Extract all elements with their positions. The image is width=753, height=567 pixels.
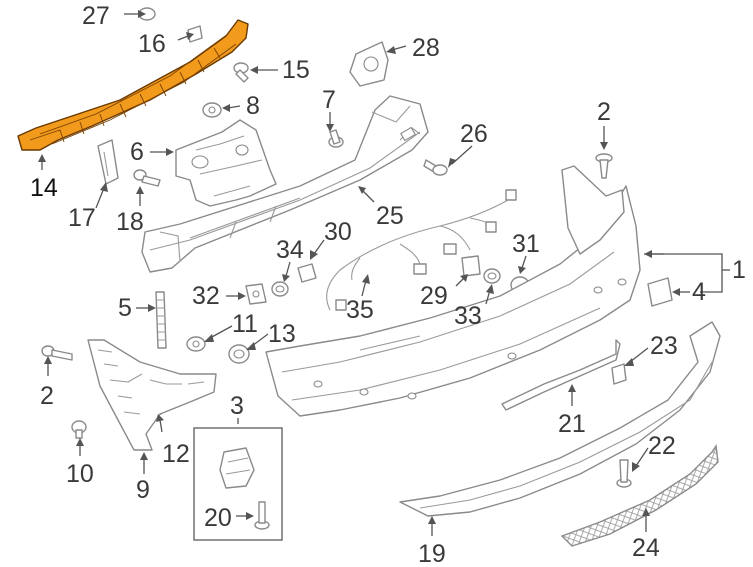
callout-20[interactable]: 20 — [204, 504, 232, 532]
bolt-part-7[interactable] — [328, 129, 344, 148]
callout-22[interactable]: 22 — [648, 432, 676, 460]
callout-24[interactable]: 24 — [632, 534, 660, 562]
pin-part-5[interactable] — [155, 291, 167, 349]
callout-33[interactable]: 33 — [454, 302, 482, 330]
callout-10[interactable]: 10 — [66, 460, 94, 488]
callout-18[interactable]: 18 — [116, 208, 144, 236]
callout-21[interactable]: 21 — [558, 410, 586, 438]
bolt-part-15[interactable] — [233, 62, 249, 83]
callout-15[interactable]: 15 — [282, 56, 310, 84]
callout-34[interactable]: 34 — [276, 236, 304, 264]
screw-part-22[interactable] — [616, 459, 632, 488]
callout-2-left[interactable]: 2 — [40, 382, 54, 410]
callout-14[interactable]: 14 — [30, 174, 58, 202]
kit-box-part-3[interactable] — [193, 427, 283, 541]
callout-7[interactable]: 7 — [322, 86, 336, 114]
nut-part-10[interactable] — [71, 420, 87, 439]
callout-23[interactable]: 23 — [650, 332, 678, 360]
callout-5[interactable]: 5 — [118, 294, 132, 322]
callout-4[interactable]: 4 — [692, 278, 706, 306]
callout-17[interactable]: 17 — [68, 204, 96, 232]
clip-part-17[interactable] — [97, 139, 119, 185]
callout-12[interactable]: 12 — [162, 440, 190, 468]
nut-part-11[interactable] — [186, 336, 206, 352]
leader-lines — [38, 10, 730, 536]
sensor-holder-part-29[interactable] — [461, 255, 481, 277]
callout-26[interactable]: 26 — [460, 120, 488, 148]
bolt-part-26[interactable] — [423, 159, 448, 176]
reinforcement-bar-part-25[interactable] — [141, 95, 429, 273]
callout-32[interactable]: 32 — [192, 282, 220, 310]
trim-strip-part-21[interactable] — [501, 339, 621, 411]
callout-9[interactable]: 9 — [136, 476, 150, 504]
grommet-part-32[interactable] — [245, 283, 267, 305]
callout-16[interactable]: 16 — [138, 30, 166, 58]
side-bracket-part-9[interactable] — [87, 339, 217, 451]
energy-absorber-part-14[interactable] — [17, 19, 249, 151]
wiring-harness-part-35[interactable] — [326, 189, 517, 311]
callout-3[interactable]: 3 — [230, 392, 244, 420]
callout-13[interactable]: 13 — [268, 320, 296, 348]
callout-28[interactable]: 28 — [412, 34, 440, 62]
mounting-bracket-part-6[interactable] — [175, 119, 277, 207]
screw-part-2-left[interactable] — [41, 345, 73, 361]
callout-1[interactable]: 1 — [732, 256, 746, 284]
callout-29[interactable]: 29 — [420, 282, 448, 310]
ring-part-33[interactable] — [483, 268, 501, 284]
bracket-part-4[interactable] — [647, 277, 673, 307]
grille-part-24[interactable] — [560, 444, 719, 547]
screw-part-2-top[interactable] — [595, 153, 613, 179]
lower-diffuser-part-19[interactable] — [399, 321, 721, 517]
seal-part-13[interactable] — [228, 344, 250, 364]
callout-6[interactable]: 6 — [130, 138, 144, 166]
nut-part-8[interactable] — [202, 102, 222, 118]
ring-part-34[interactable] — [271, 281, 289, 297]
screw-part-20[interactable] — [254, 501, 270, 530]
callout-27[interactable]: 27 — [82, 2, 110, 30]
callout-31[interactable]: 31 — [512, 230, 540, 258]
callout-11[interactable]: 11 — [232, 310, 258, 338]
sensor-part-30[interactable] — [297, 263, 317, 283]
callout-8[interactable]: 8 — [246, 92, 260, 120]
callout-2-top[interactable]: 2 — [597, 98, 611, 126]
clip-part-23[interactable] — [611, 363, 627, 385]
callout-labels: 27 16 28 15 8 7 2 26 6 14 17 18 25 30 34… — [30, 2, 746, 567]
bumper-cover-part-1[interactable] — [265, 165, 641, 417]
callout-30[interactable]: 30 — [324, 218, 352, 246]
gasket-plate-part-28[interactable] — [349, 41, 389, 87]
callout-35[interactable]: 35 — [346, 296, 374, 324]
callout-19[interactable]: 19 — [418, 540, 446, 567]
callout-25[interactable]: 25 — [376, 202, 404, 230]
bolt-part-18[interactable] — [133, 169, 161, 187]
